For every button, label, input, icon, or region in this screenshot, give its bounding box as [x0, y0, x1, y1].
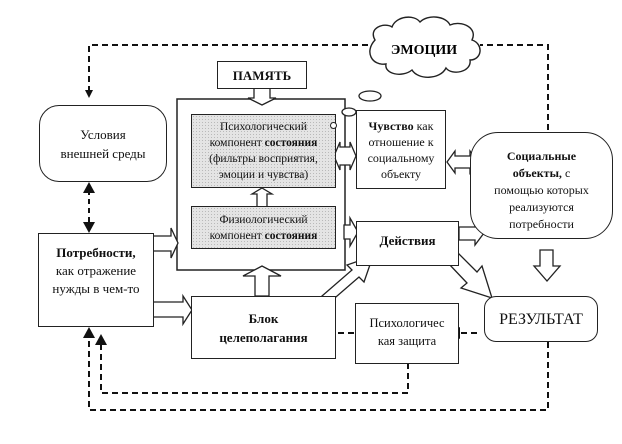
arrowhead-down [83, 222, 95, 233]
psych-line2a: компонент [209, 137, 265, 149]
needs-line3: нужды в чем-то [52, 281, 140, 296]
result-box: РЕЗУЛЬТАТ [484, 296, 598, 342]
actions-box: Действия [356, 221, 459, 266]
needs-box: Потребности, как отражение нужды в чем-т… [38, 233, 154, 327]
defense-line1: Психологичес [369, 316, 445, 330]
goal-block-box: Блок целеполагания [191, 296, 336, 359]
defense-box: Психологичес кая защита [355, 303, 459, 364]
goal-line2: целеполагания [219, 329, 308, 345]
feeling-line2: отношение к [368, 134, 434, 149]
actions-label: Действия [379, 233, 436, 248]
needs-line1: Потребности, [56, 245, 136, 260]
social-result-arrow [532, 249, 562, 282]
social-line3: помощью которых [494, 183, 589, 197]
needs-line2: как отражение [55, 263, 137, 278]
needs-state-arrow [152, 227, 179, 259]
thought-bubble-medium [341, 107, 357, 117]
social-line4: реализуются [509, 200, 574, 214]
arrowhead-up [83, 182, 95, 193]
environment-line2: внешней среды [60, 145, 146, 161]
psych-line1: Психологический [219, 121, 307, 133]
thought-bubble-large [358, 90, 382, 102]
psych-line3: (фильтры восприятия, [209, 153, 318, 165]
arrowhead-needs-outer [83, 327, 95, 338]
defense-line2: кая защита [377, 334, 437, 348]
result-label: РЕЗУЛЬТАТ [499, 310, 583, 328]
social-line2-bold: объекты, [512, 166, 562, 180]
feeling-box: Чувство как отношение к социальному объе… [356, 110, 446, 189]
goal-state-arrow [242, 265, 282, 297]
emotions-cloud-label: ЭМОЦИИ [391, 43, 457, 58]
psych-line4: эмоции и чувства) [218, 169, 309, 181]
feeling-line4: объекту [380, 166, 422, 181]
phys-line1: Физиологический [219, 213, 308, 226]
social-objects-box: Социальные объекты, с помощью которых ре… [470, 132, 613, 239]
social-line5: потребности [509, 217, 574, 231]
environment-box: Условия внешней среды [39, 105, 167, 182]
social-line2-rest: с [561, 166, 571, 180]
emotion-feedback-line [85, 44, 549, 130]
actions-result-arrow [447, 252, 493, 300]
emotions-cloud [369, 16, 481, 78]
feeling-bold: Чувство [368, 118, 414, 133]
psych-component-box: Психологический компонент состояния (фил… [191, 114, 336, 188]
phys-line2b: состояния [264, 229, 318, 242]
feeling-line3: социальному [367, 150, 435, 165]
environment-line1: Условия [80, 126, 126, 142]
memory-box: ПАМЯТЬ [217, 61, 307, 89]
memory-label: ПАМЯТЬ [232, 67, 292, 83]
arrowhead-needs-inner [95, 334, 107, 345]
bottom-feedback-lines [88, 332, 549, 411]
memory-arrow [247, 87, 277, 106]
psych-line2b: состояния [264, 137, 318, 149]
goal-line1: Блок [248, 310, 279, 326]
social-line1: Социальные [506, 149, 577, 163]
phys-line2a: компонент [209, 229, 265, 242]
phys-actions-arrow [343, 215, 359, 249]
psych-small-circle [330, 122, 337, 129]
needs-goal-arrow [152, 293, 193, 327]
phys-component-box: Физиологический компонент состояния [191, 206, 336, 249]
feeling-rest: как [413, 118, 434, 133]
